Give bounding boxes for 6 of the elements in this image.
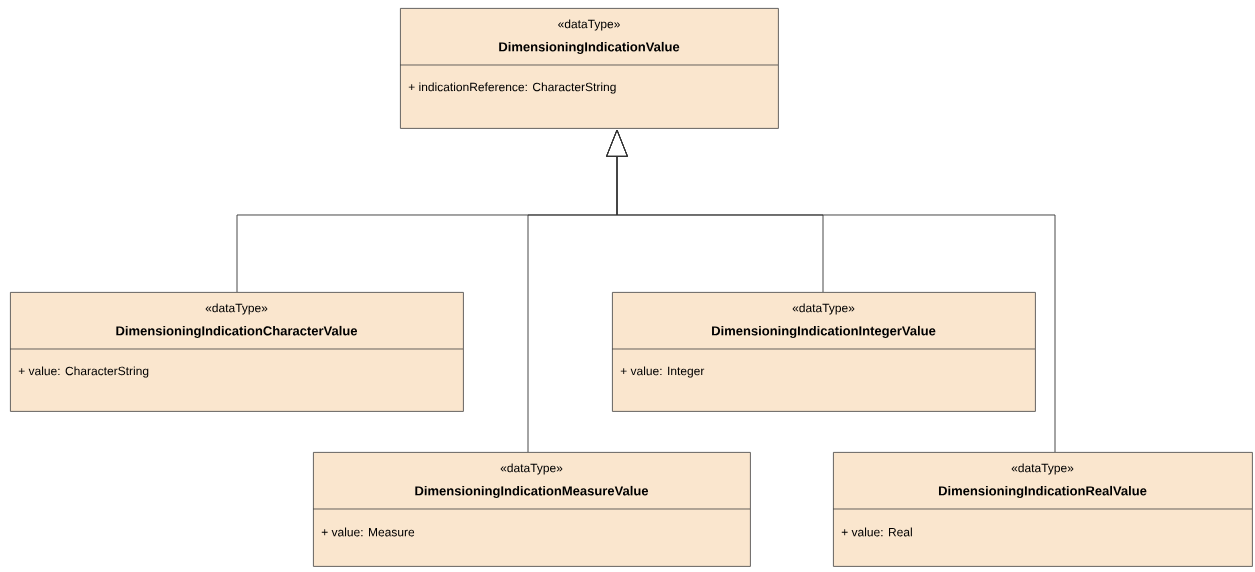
class-box: «dataType» DimensioningIndicationMeasureValue + value: Measure <box>312 452 751 567</box>
class-box: «dataType» DimensioningIndicationCharacterValue + value: CharacterString <box>9 292 464 412</box>
class-box: «dataType» DimensioningIndicationValue + indicationReference: CharacterString <box>399 8 779 129</box>
class-box: «dataType» DimensioningIndicationIntegerValue + value: Integer <box>611 292 1036 412</box>
generalization-arrow <box>606 129 1056 453</box>
class-box: «dataType» DimensioningIndicationRealValue + value: Real <box>832 452 1253 567</box>
